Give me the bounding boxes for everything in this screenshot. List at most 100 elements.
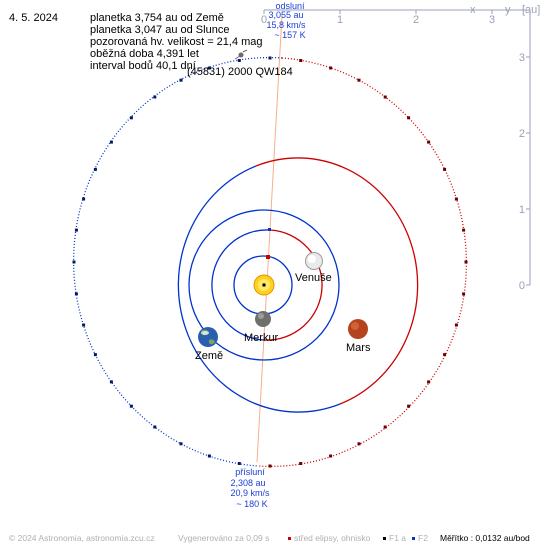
orbit-position-dot	[443, 353, 447, 357]
y-tick-label-1: 1	[519, 204, 525, 216]
venus-icon	[305, 252, 323, 270]
y-tick-label-2: 2	[519, 128, 525, 140]
info-interval: interval bodů 40,1 dní	[90, 60, 196, 72]
aphelion-speed: 15,8 km/s	[266, 20, 306, 30]
x-tick-label-1: 1	[337, 14, 343, 26]
venus-label: Venuše	[295, 272, 332, 284]
orbit-position-dot	[329, 454, 333, 458]
orbit-position-dot	[464, 260, 468, 264]
orbit-position-dot	[179, 442, 183, 446]
legend-center-text: střed elipsy, ohnisko	[294, 533, 371, 543]
orbit-position-dot	[357, 442, 361, 446]
aphelion-title: odsluní	[275, 1, 305, 11]
x-tick-label-0: 0	[261, 14, 267, 26]
orbit-position-dot	[237, 59, 241, 62]
orbit-position-dot	[93, 167, 97, 171]
orbit-position-dot	[329, 66, 333, 70]
orbit-position-dot	[443, 167, 447, 171]
orbit-position-dot	[129, 404, 133, 408]
y-tick-label-3: 3	[519, 52, 525, 64]
x-tick-label-2: 2	[413, 14, 419, 26]
orbit-position-dot	[153, 425, 157, 429]
axis-labels: 0 1 2 3 3 2 1 0 x y [au]	[261, 4, 540, 292]
orbit-position-dot	[462, 228, 466, 232]
perihelion-temperature: ~ 180 K	[236, 499, 267, 509]
asteroid-marker-icon	[234, 49, 248, 60]
orbit-position-dot	[179, 78, 183, 82]
orbit-position-dot	[93, 353, 97, 357]
mercury-icon	[255, 311, 271, 327]
orbit-position-dot	[427, 380, 431, 384]
orbit-position-dot	[407, 116, 411, 120]
mercury-label: Merkur	[244, 332, 279, 344]
orbit-position-dot	[72, 260, 76, 264]
orbit-position-dot	[207, 66, 211, 70]
orbit-position-dot	[299, 59, 303, 62]
mars-orbit-red	[255, 157, 419, 405]
sun-icon	[253, 274, 275, 296]
orbit-position-dot	[454, 323, 458, 327]
coordinate-axes	[263, 9, 531, 286]
scale-text: Měřítko : 0,0132 au/bod	[440, 533, 530, 543]
earth-icon	[198, 327, 218, 347]
orbit-position-dot	[82, 323, 86, 327]
legend-f1-text: F1 a	[389, 533, 407, 543]
generated-text: Vygenerováno za 0,09 s	[178, 533, 270, 543]
mars-orbit-blue	[177, 165, 341, 413]
mars-icon	[348, 319, 368, 339]
asteroid-orbit-left	[72, 56, 283, 467]
earth-label: Země	[195, 350, 223, 362]
orbit-position-dot	[299, 462, 303, 465]
perihelion-distance: 2,308 au	[230, 478, 265, 488]
aphelion-distance: 3,055 au	[268, 10, 303, 20]
orbit-position-dot	[357, 78, 361, 82]
apsis-line	[256, 14, 283, 463]
info-distance-earth: planetka 3,754 au od Země	[90, 12, 224, 24]
x-tick-label-3: 3	[489, 14, 495, 26]
orbit-position-dot	[237, 462, 241, 465]
info-period: oběžná doba 4,391 let	[90, 48, 199, 60]
orbit-position-dot	[383, 95, 387, 99]
orbit-position-markers	[72, 56, 468, 468]
orbit-position-dot	[74, 228, 78, 232]
copyright-text: © 2024 Astronomia, astronomia.zcu.cz	[9, 533, 155, 543]
orbit-position-dot	[427, 140, 431, 144]
mars-label: Mars	[346, 342, 371, 354]
orbit-position-dot	[407, 404, 411, 408]
info-distance-sun: planetka 3,047 au od Slunce	[90, 24, 230, 36]
y-tick-label-0: 0	[519, 280, 525, 292]
object-name-label: (45831) 2000 QW184	[187, 66, 293, 78]
ellipse-center-marker	[266, 255, 270, 259]
venus-orbit-blue	[211, 229, 271, 341]
orbit-position-dot	[129, 116, 133, 120]
asteroid-orbit-right	[257, 57, 468, 468]
orbit-position-dot	[153, 95, 157, 99]
x-axis-label: x	[470, 4, 476, 16]
orbit-position-dot	[454, 197, 458, 201]
date-label: 4. 5. 2024	[9, 12, 58, 24]
orbit-position-dot	[268, 464, 272, 468]
orbit-position-dot	[109, 380, 113, 384]
perihelion-speed: 20,9 km/s	[230, 488, 270, 498]
y-axis-label: y	[505, 4, 511, 16]
legend-f2-text: F2	[418, 533, 428, 543]
f1-legend-marker	[383, 537, 386, 540]
aphelion-temperature: ~ 157 K	[274, 30, 305, 40]
orbit-position-dot	[207, 454, 211, 458]
unit-label: [au]	[522, 4, 540, 16]
info-magnitude: pozorovaná hv. velikost = 21,4 mag	[90, 36, 263, 48]
perihelion-title: přísluní	[235, 467, 265, 477]
orbit-position-dot	[462, 292, 466, 296]
earth-orbit	[188, 209, 340, 361]
focus-marker	[268, 228, 271, 231]
orbit-position-dot	[268, 56, 272, 60]
venus-orbit-red	[263, 229, 323, 341]
orbit-position-dot	[109, 140, 113, 144]
orbit-position-dot	[383, 425, 387, 429]
center-legend-marker	[288, 537, 291, 540]
orbit-position-dot	[74, 292, 78, 296]
f2-legend-marker	[412, 537, 415, 540]
orbit-position-dot	[82, 197, 86, 201]
